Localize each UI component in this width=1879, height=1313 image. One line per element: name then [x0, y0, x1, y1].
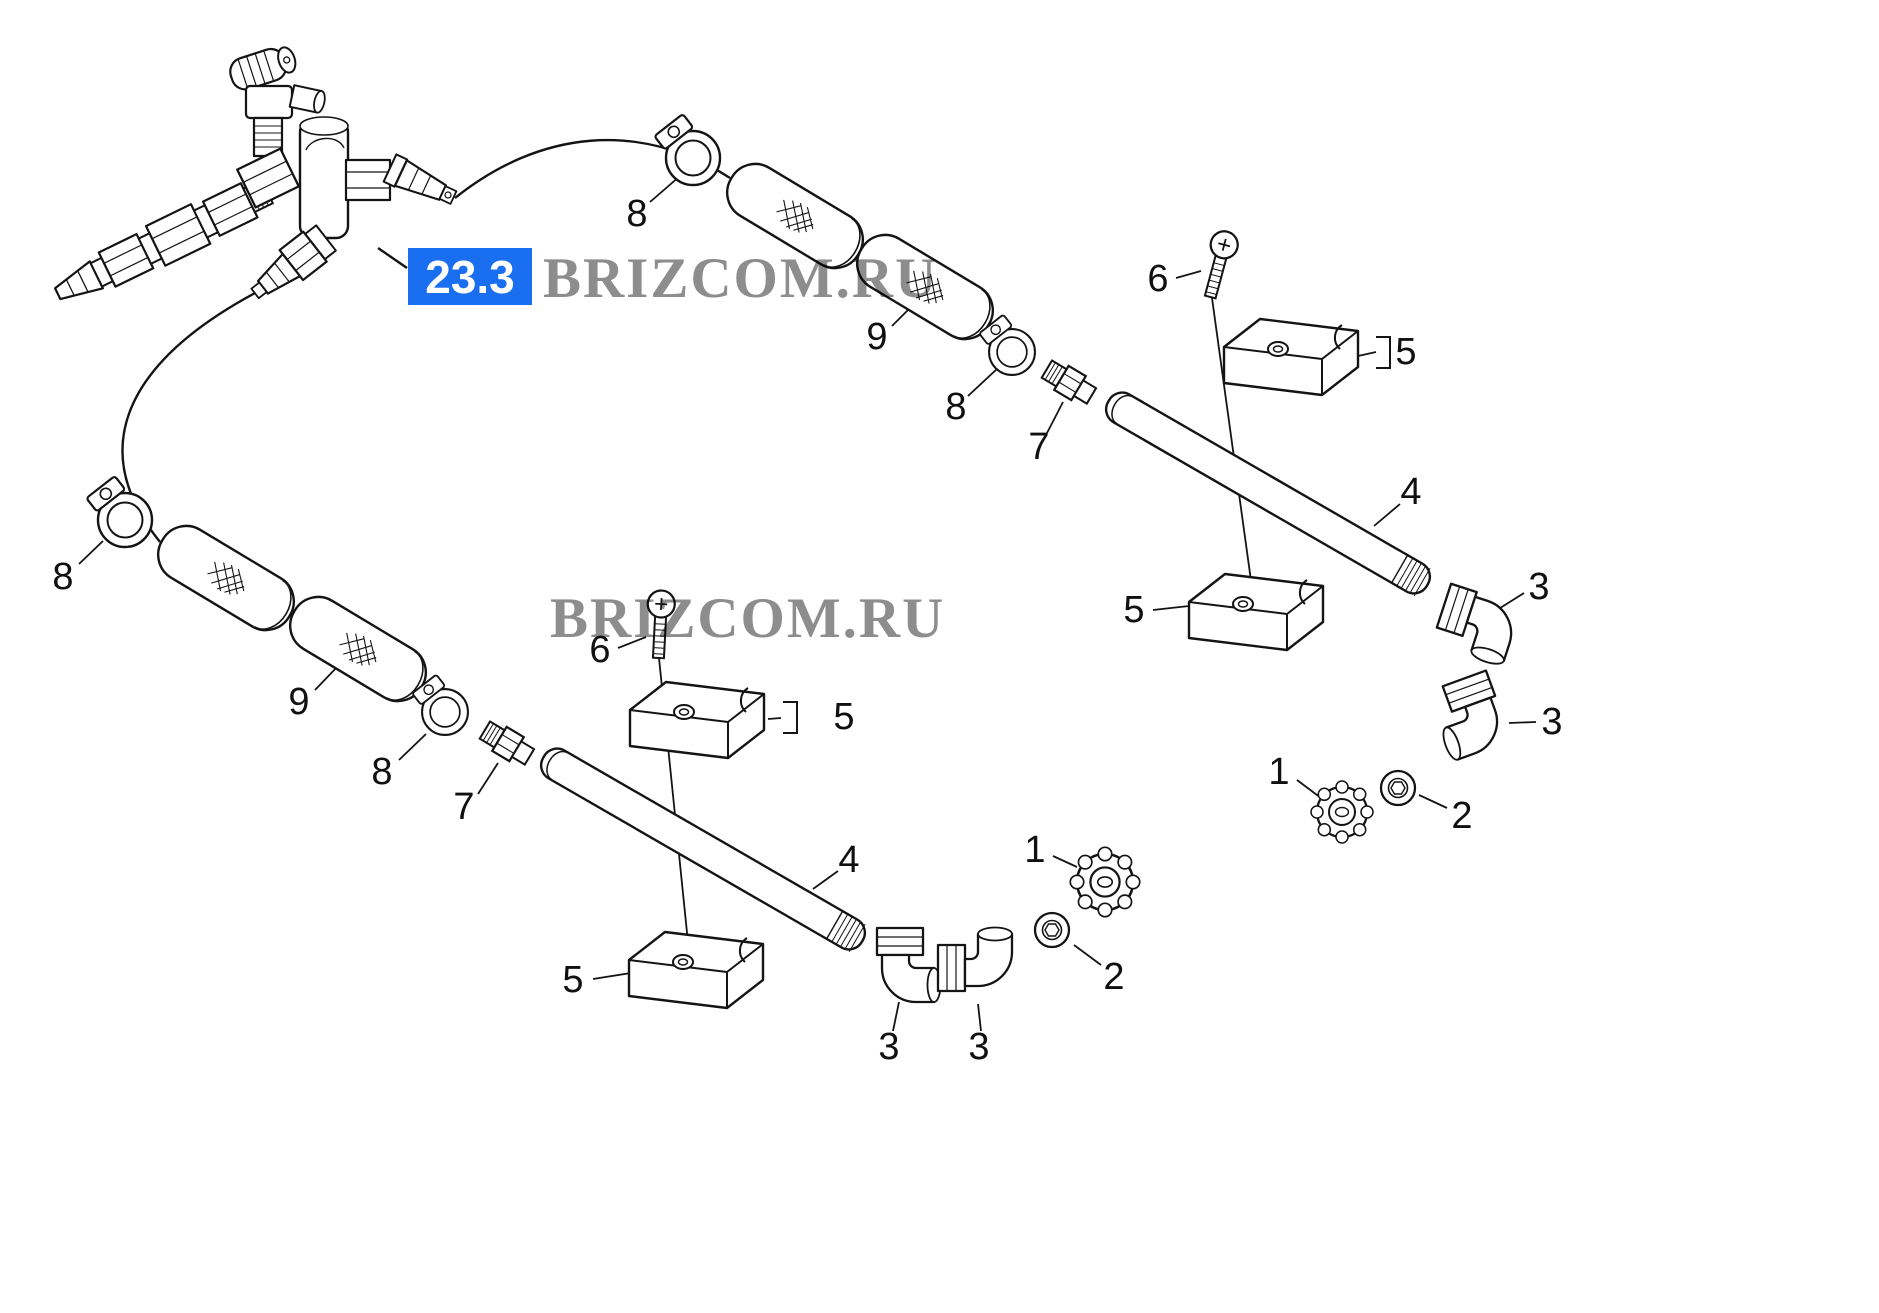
screw-icon	[1196, 227, 1242, 302]
callout-elbow-bottom-right: 3	[968, 1026, 990, 1068]
callout-hose-clamp-left: 8	[52, 556, 74, 598]
callout-block-right-upper: 5	[1395, 331, 1417, 373]
pipe-icon	[534, 741, 872, 957]
callout-plug-bottom: 2	[1103, 956, 1125, 998]
callout-hose-clamp-mid: 8	[945, 386, 967, 428]
clamp-block-icon	[1187, 572, 1325, 652]
callout-plug-right: 2	[1451, 795, 1473, 837]
callout-block-bottom-upper: 5	[833, 696, 855, 738]
pipe-icon	[1099, 385, 1437, 601]
callout-block-right-lower: 5	[1123, 589, 1145, 631]
leader-lines	[78, 175, 1537, 1032]
nipple-icon	[476, 716, 538, 770]
elbow-icon	[1425, 669, 1513, 763]
section-badge: 23.3	[408, 248, 532, 305]
lower-chain-parts	[85, 474, 1142, 1010]
callout-hose-clamp-top: 8	[626, 193, 648, 235]
watermark-text: BRIZCOM.RU	[550, 587, 946, 650]
clamp-block-icon	[1222, 317, 1360, 397]
coupling-nut-icon	[1309, 779, 1375, 845]
callout-nipple-top: 7	[1028, 426, 1050, 468]
elbow-icon	[936, 926, 1014, 993]
clamp-block-icon	[627, 930, 765, 1010]
callout-elbow-bottom-left: 3	[878, 1026, 900, 1068]
hose-piece-icon	[146, 514, 306, 642]
elbow-icon	[875, 926, 942, 1004]
elbow-icon	[1430, 582, 1523, 669]
callout-elbow-right-upper: 3	[1528, 566, 1550, 608]
callout-screw-bottom: 6	[589, 629, 611, 671]
hose-clamp-icon	[653, 112, 722, 187]
watermark-text: BRIZCOM.RU	[543, 247, 939, 310]
callout-hose-clamp-left2: 8	[371, 751, 393, 793]
plug-icon	[1033, 911, 1071, 949]
callout-hose-top: 9	[866, 316, 888, 358]
callout-hose-left: 9	[288, 681, 310, 723]
callout-elbow-right-lower: 3	[1541, 701, 1563, 743]
callout-nut-bottom: 1	[1024, 829, 1046, 871]
hose-clamp-icon	[85, 474, 154, 549]
valve-knob	[229, 46, 297, 91]
coupling-nut-icon	[1068, 845, 1142, 919]
callout-block-bottom-lower: 5	[562, 959, 584, 1001]
callout-pipe-bottom: 4	[838, 839, 860, 881]
nipple-icon	[1038, 355, 1100, 409]
valve-assembly-illustration	[53, 46, 458, 301]
callout-screw-right: 6	[1147, 258, 1169, 300]
plug-icon	[1379, 769, 1417, 807]
callout-pipe-right: 4	[1400, 471, 1422, 513]
callout-nipple-left: 7	[453, 786, 475, 828]
callout-nut-right: 1	[1268, 751, 1290, 793]
clamp-block-icon	[628, 680, 766, 760]
